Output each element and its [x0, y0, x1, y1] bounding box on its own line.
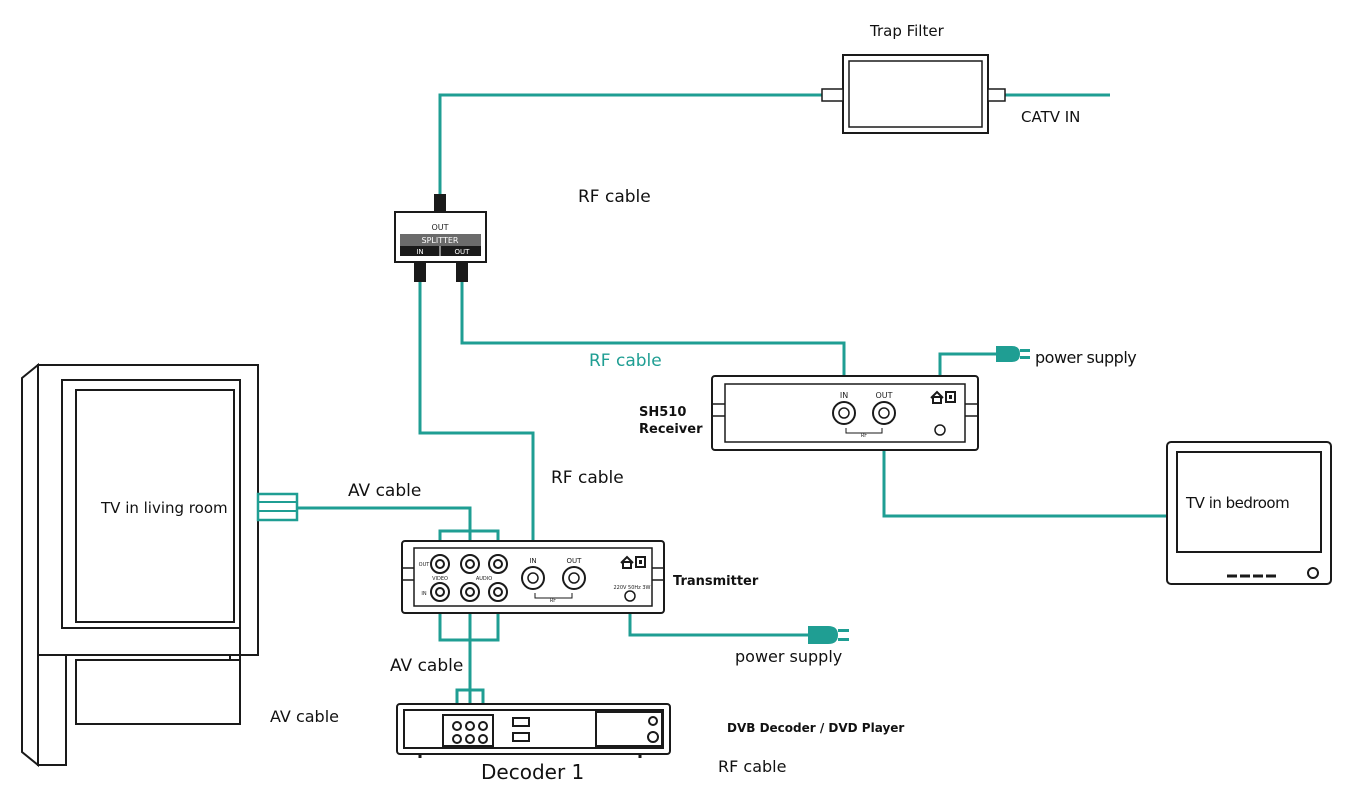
av-cable-label-mid: AV cable: [390, 656, 463, 676]
tv-av-connector: [256, 492, 299, 522]
decoder-1: [396, 703, 671, 758]
transmitter-av-in-ports: [430, 582, 508, 602]
transmitter: [401, 540, 665, 614]
power-supply-label-receiver: power supply: [1035, 348, 1136, 367]
rf-cable-label-teal: RF cable: [589, 351, 662, 371]
rf-cable-splitter-to-transmitter: [418, 282, 535, 572]
catv-in-label: CATV IN: [1021, 108, 1080, 126]
splitter: [394, 194, 487, 282]
trap-filter-left-port: [821, 88, 844, 102]
receiver-label-model: SH510: [639, 405, 686, 420]
tv-living-room-label: TV in living room: [100, 499, 228, 517]
av-cable-label-top: AV cable: [348, 481, 421, 501]
transmitter-video-label: VIDEO: [432, 576, 448, 582]
rf-cable-label-bottom: RF cable: [718, 757, 786, 776]
transmitter-av-out-ports: [430, 554, 508, 574]
dvb-decoder-label: DVB Decoder / DVD Player: [727, 721, 904, 735]
decoder-1-label: Decoder 1: [481, 760, 584, 784]
home-icon: [620, 555, 646, 569]
transmitter-in-label: IN: [421, 591, 426, 597]
transmitter-power-spec-label: 220V 50Hz 3W: [613, 585, 650, 591]
tv-power-button-icon: [1307, 567, 1319, 579]
home-icon: [930, 390, 956, 404]
receiver-rf-label: RF: [861, 433, 867, 439]
tv-bedroom-label: TV in bedroom: [1185, 494, 1289, 512]
trap-filter-right-port: [987, 88, 1006, 102]
rf-cable-trap-to-splitter: [438, 93, 822, 195]
splitter-name-label: SPLITTER: [422, 236, 459, 245]
rf-cable-label-top: RF cable: [578, 187, 651, 207]
trap-filter: [821, 54, 1006, 134]
transmitter-rf-label: RF: [550, 598, 556, 604]
receiver-power-port: [934, 424, 946, 436]
transmitter-rf-in-label: IN: [529, 557, 536, 565]
tv-living-room: [21, 362, 299, 768]
receiver-out-label: OUT: [875, 391, 892, 400]
power-plug-icon: [808, 626, 849, 644]
rf-cable-label-mid: RF cable: [551, 468, 624, 488]
transmitter-label: Transmitter: [673, 574, 759, 589]
power-plug-icon: [996, 346, 1030, 362]
receiver-in-label: IN: [840, 391, 848, 400]
transmitter-power-port: [624, 590, 636, 602]
splitter-out-bottom-label: OUT: [455, 248, 471, 256]
transmitter-rf-out-label: OUT: [567, 557, 583, 565]
tv-bedroom: [1166, 441, 1332, 585]
trap-filter-label: Trap Filter: [869, 22, 945, 40]
rf-cable-splitter-to-receiver: [460, 282, 846, 405]
transmitter-out-label: OUT: [419, 562, 431, 568]
receiver-label-name: Receiver: [639, 422, 703, 437]
av-cable-label-bottom: AV cable: [270, 707, 339, 726]
power-supply-label-transmitter: power supply: [735, 647, 842, 666]
splitter-out-top-label: OUT: [431, 223, 448, 232]
transmitter-audio-label: AUDIO: [476, 576, 492, 582]
splitter-in-label: IN: [416, 248, 423, 256]
sh510-receiver: [711, 375, 979, 451]
